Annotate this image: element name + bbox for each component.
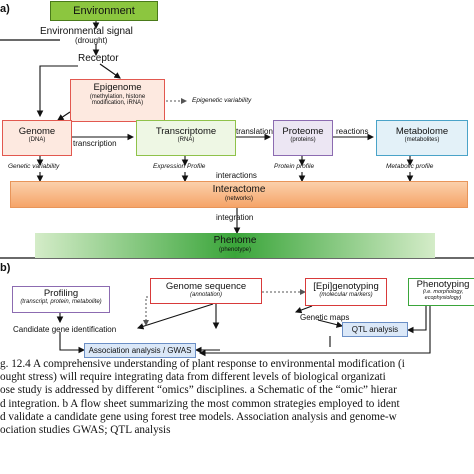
metabolome-sub: (metabolites) [404,136,440,143]
transcriptome-box: Transcriptome (RNA) [136,120,236,156]
figure-caption: g. 12.4 A comprehensive understanding of… [0,358,474,437]
caption-line-6: ociation studies GWAS; QTL analysis [0,424,171,437]
qtl-label: QTL analysis [351,325,399,334]
interactions-label: interactions [216,171,257,180]
profiling-label: Profiling [43,288,79,299]
phenome-sub: (phenotype) [218,246,252,253]
qtl-box: QTL analysis [342,322,408,337]
epigenome-sub: (methylation, histone modification, iRNA… [89,93,146,107]
genetic-maps-label: Genetic maps [300,313,350,322]
caption-line-4: d integration. b A flow sheet summarizin… [0,397,400,410]
genetic-variability-label: Genetic variability [8,163,60,170]
proteome-box: Proteome (proteins) [273,120,333,156]
association-label: Association analysis / GWAS [88,346,192,355]
protein-profile-label: Protein profile [274,163,315,170]
profiling-box: Profiling (transcript, protein, metaboli… [12,286,110,313]
arrow-receptor-genome [36,65,78,118]
caption-line-2: ought stress) will require integrating d… [0,371,386,384]
integration-label: integration [216,213,254,222]
epigenome-label: Epigenome [93,82,142,93]
arrow-receptor-epigenome [99,63,121,79]
transcriptome-label: Transcriptome [155,126,217,137]
candidate-gene-label: Candidate gene identification [13,325,117,334]
caption-line-1: g. 12.4 A comprehensive understanding of… [0,358,405,370]
interactome-box: Interactome (networks) [10,181,468,208]
genome-label: Genome [18,126,56,137]
epigenotyping-sub: (molecular markers) [319,291,373,298]
transcriptome-sub: (RNA) [177,136,195,143]
metabolic-profile-label: Metabolic profile [386,163,434,170]
environment-box: Environment [50,1,158,21]
genome-sequence-label: Genome sequence [165,281,247,292]
environment-label: Environment [73,5,135,17]
epigenotyping-box: [Epi]genotyping (molecular markers) [305,278,387,306]
association-box: Association analysis / GWAS [84,343,196,358]
proteome-sub: (proteins) [290,136,316,143]
metabolome-label: Metabolome [395,126,449,137]
expression-profile-label: Expression Profile [153,163,206,170]
arrow-epi-genome [57,111,71,121]
translation-label: translation [236,127,273,136]
interactome-sub: (networks) [224,195,253,202]
caption-line-3: ose study is addressed by different “omi… [0,384,397,397]
genome-sequence-sub: (annotation) [189,291,223,298]
panel-a-label: a) [0,3,10,15]
epigenome-box: Epigenome (methylation, histone modifica… [70,79,165,122]
phenotyping-sub: (i.e. morphology, ecophysiology) [422,288,464,301]
proteome-label: Proteome [282,126,324,137]
genome-box: Genome (DNA) [2,120,72,156]
env-signal-sub: (drought) [75,36,108,45]
metabolome-box: Metabolome (metabolites) [376,120,468,156]
phenotyping-label: Phenotyping [416,279,470,290]
genome-sequence-box: Genome sequence (annotation) [150,278,262,304]
phenome-label: Phenome [213,235,257,246]
epigenotyping-label: [Epi]genotyping [313,281,379,292]
epigenetic-variability-label: Epigenetic variability [192,97,252,104]
profiling-sub: (transcript, protein, metabolite) [20,298,102,305]
env-signal-label: Environmental signal [40,26,133,37]
panel-b-label: b) [0,262,11,274]
genome-sub: (DNA) [28,136,46,143]
phenome-box: Phenome (phenotype) [35,233,435,258]
transcription-label: transcription [73,139,117,148]
phenotyping-box: Phenotyping (i.e. morphology, ecophysiol… [408,278,474,306]
interactome-label: Interactome [212,184,266,195]
caption-line-5: d validate a candidate gene using forest… [0,410,397,423]
reactions-label: reactions [336,127,369,136]
receptor-label: Receptor [78,53,119,64]
